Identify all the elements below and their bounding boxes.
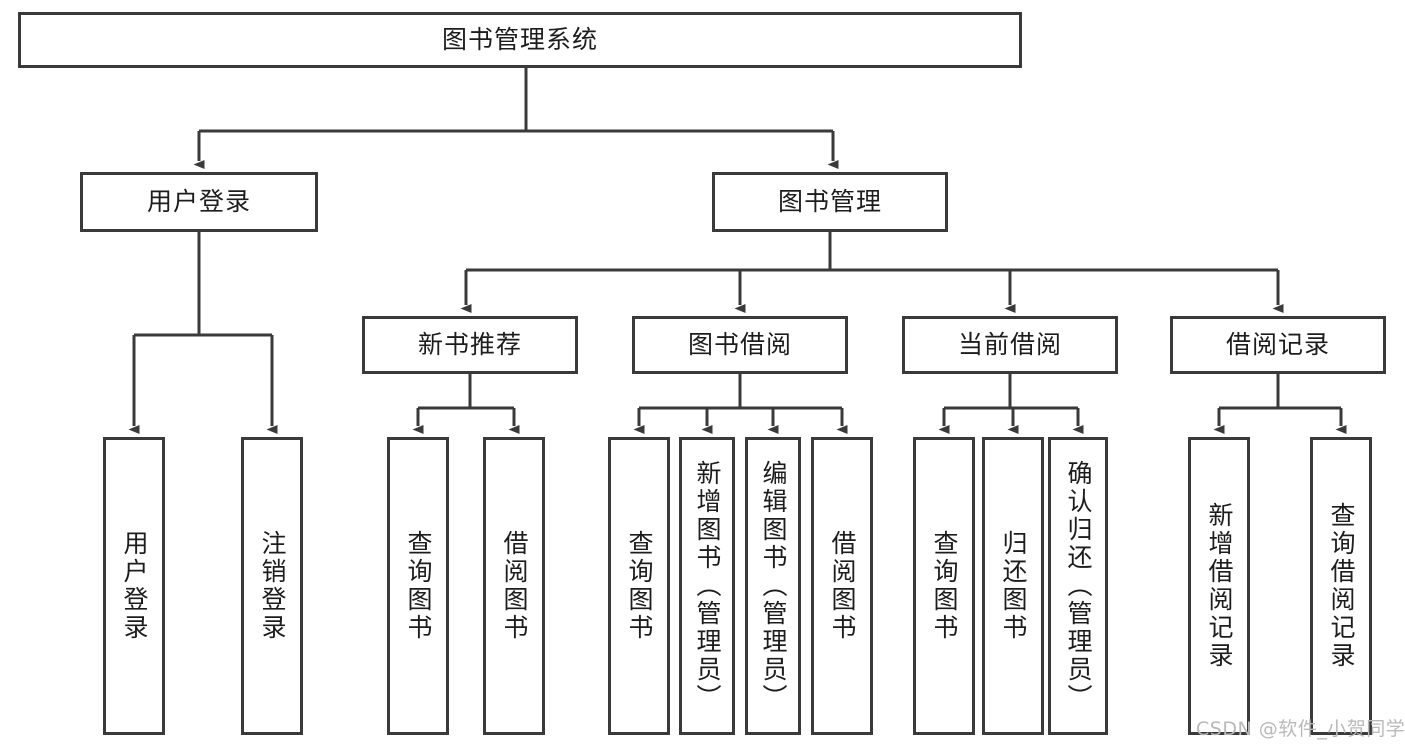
node-book-manage[interactable]: 图书管理 bbox=[712, 172, 948, 232]
node-leaf-edit-book-label: 编辑图书（管理员） bbox=[759, 460, 788, 712]
csdn-watermark: CSDN @软件_小贺同学 bbox=[1196, 718, 1405, 740]
node-leaf-add-book-label: 新增图书（管理员） bbox=[693, 460, 722, 712]
node-leaf-edit-book[interactable]: 编辑图书（管理员） bbox=[745, 437, 801, 735]
node-new-book-rec-label: 新书推荐 bbox=[417, 330, 522, 360]
node-leaf-return-book-label: 归还图书 bbox=[999, 530, 1028, 642]
node-leaf-user-login[interactable]: 用户登录 bbox=[103, 437, 165, 735]
node-root-label: 图书管理系统 bbox=[441, 25, 598, 55]
node-leaf-add-record-label: 新增借阅记录 bbox=[1205, 502, 1234, 670]
node-leaf-user-login-label: 用户登录 bbox=[120, 530, 149, 642]
node-leaf-query-book-2-label: 查询图书 bbox=[625, 530, 654, 642]
node-leaf-query-book-2[interactable]: 查询图书 bbox=[608, 437, 670, 735]
node-leaf-query-book-3[interactable]: 查询图书 bbox=[913, 437, 975, 735]
node-leaf-query-book-1[interactable]: 查询图书 bbox=[387, 437, 449, 735]
node-leaf-logout[interactable]: 注销登录 bbox=[241, 437, 303, 735]
node-leaf-query-record[interactable]: 查询借阅记录 bbox=[1310, 437, 1372, 735]
node-leaf-return-book[interactable]: 归还图书 bbox=[982, 437, 1044, 735]
node-leaf-borrow-book-1-label: 借阅图书 bbox=[500, 530, 529, 642]
node-borrow-record[interactable]: 借阅记录 bbox=[1170, 316, 1386, 374]
node-leaf-confirm-return-label: 确认归还（管理员） bbox=[1064, 460, 1093, 712]
node-current-borrow-label: 当前借阅 bbox=[957, 330, 1062, 360]
node-leaf-borrow-book-2[interactable]: 借阅图书 bbox=[811, 437, 873, 735]
node-leaf-logout-label: 注销登录 bbox=[258, 530, 287, 642]
node-book-borrow-label: 图书借阅 bbox=[687, 330, 792, 360]
node-leaf-query-book-1-label: 查询图书 bbox=[404, 530, 433, 642]
node-leaf-add-book[interactable]: 新增图书（管理员） bbox=[679, 437, 735, 735]
node-leaf-query-book-3-label: 查询图书 bbox=[930, 530, 959, 642]
node-user-login-label: 用户登录 bbox=[146, 187, 251, 217]
node-current-borrow[interactable]: 当前借阅 bbox=[902, 316, 1118, 374]
node-leaf-query-record-label: 查询借阅记录 bbox=[1327, 502, 1356, 670]
node-leaf-add-record[interactable]: 新增借阅记录 bbox=[1188, 437, 1250, 735]
node-new-book-rec[interactable]: 新书推荐 bbox=[362, 316, 578, 374]
node-leaf-confirm-return[interactable]: 确认归还（管理员） bbox=[1048, 437, 1108, 735]
node-book-borrow[interactable]: 图书借阅 bbox=[632, 316, 848, 374]
node-user-login[interactable]: 用户登录 bbox=[80, 172, 318, 232]
node-leaf-borrow-book-2-label: 借阅图书 bbox=[828, 530, 857, 642]
node-borrow-record-label: 借阅记录 bbox=[1225, 330, 1330, 360]
node-root[interactable]: 图书管理系统 bbox=[18, 12, 1022, 68]
node-book-manage-label: 图书管理 bbox=[777, 187, 882, 217]
node-leaf-borrow-book-1[interactable]: 借阅图书 bbox=[483, 437, 545, 735]
